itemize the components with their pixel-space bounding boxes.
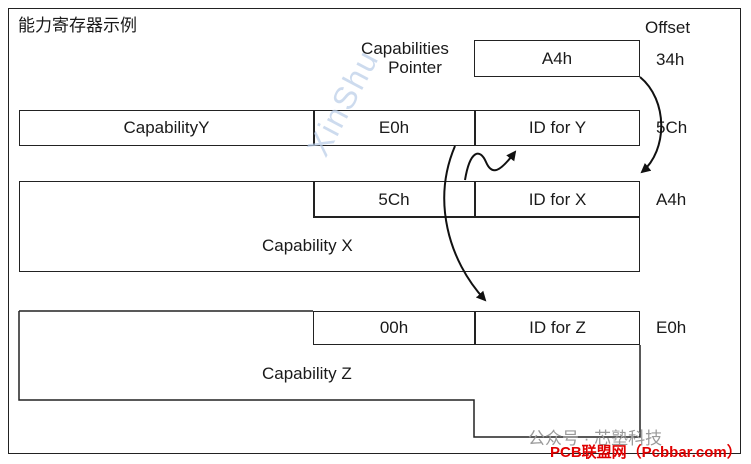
offset-5ch: 5Ch <box>656 118 688 137</box>
cap-z-outline <box>18 310 641 438</box>
cap-z-id: ID for Z <box>529 318 586 337</box>
wechat-label: 公众号 · 芯塾科技 <box>528 429 663 448</box>
cap-x-divider-1 <box>313 181 315 217</box>
cap-x-id: ID for X <box>528 190 587 209</box>
cap-y-name: CapabilityY <box>123 118 210 137</box>
cap-z-name: Capability Z <box>262 364 352 383</box>
cap-pointer-box: A4h <box>474 40 640 77</box>
offset-34h: 34h <box>656 50 685 69</box>
cap-y-next: E0h <box>378 118 410 137</box>
cap-y-row <box>19 110 640 146</box>
cap-z-divider <box>474 311 476 345</box>
offset-e0h: E0h <box>656 318 687 337</box>
cap-y-id: ID for Y <box>528 118 587 137</box>
offset-a4h: A4h <box>656 190 687 209</box>
cap-x-name: Capability X <box>262 236 353 255</box>
footer-source: PCB联盟网（Pcbbar.com） <box>550 444 742 461</box>
cap-pointer-label-2: Pointer <box>388 58 442 77</box>
arrow-x-to-y <box>464 150 517 181</box>
cap-pointer-label-1: Capabilities <box>361 39 449 58</box>
cap-x-divider-2 <box>474 181 476 217</box>
cap-z-next: 00h <box>379 318 409 337</box>
cap-z-header <box>313 311 640 345</box>
arrow-pointer-to-x <box>639 76 663 174</box>
arrow-y-to-z <box>443 145 487 302</box>
cap-pointer-value: A4h <box>541 49 573 68</box>
diagram-title: 能力寄存器示例 <box>18 16 137 35</box>
cap-x-block <box>19 181 640 272</box>
cap-x-next: 5Ch <box>378 190 410 209</box>
cap-y-divider-2 <box>474 110 476 146</box>
offset-header: Offset <box>645 18 691 37</box>
cap-x-header-line <box>313 216 640 218</box>
cap-y-divider-1 <box>313 110 315 146</box>
